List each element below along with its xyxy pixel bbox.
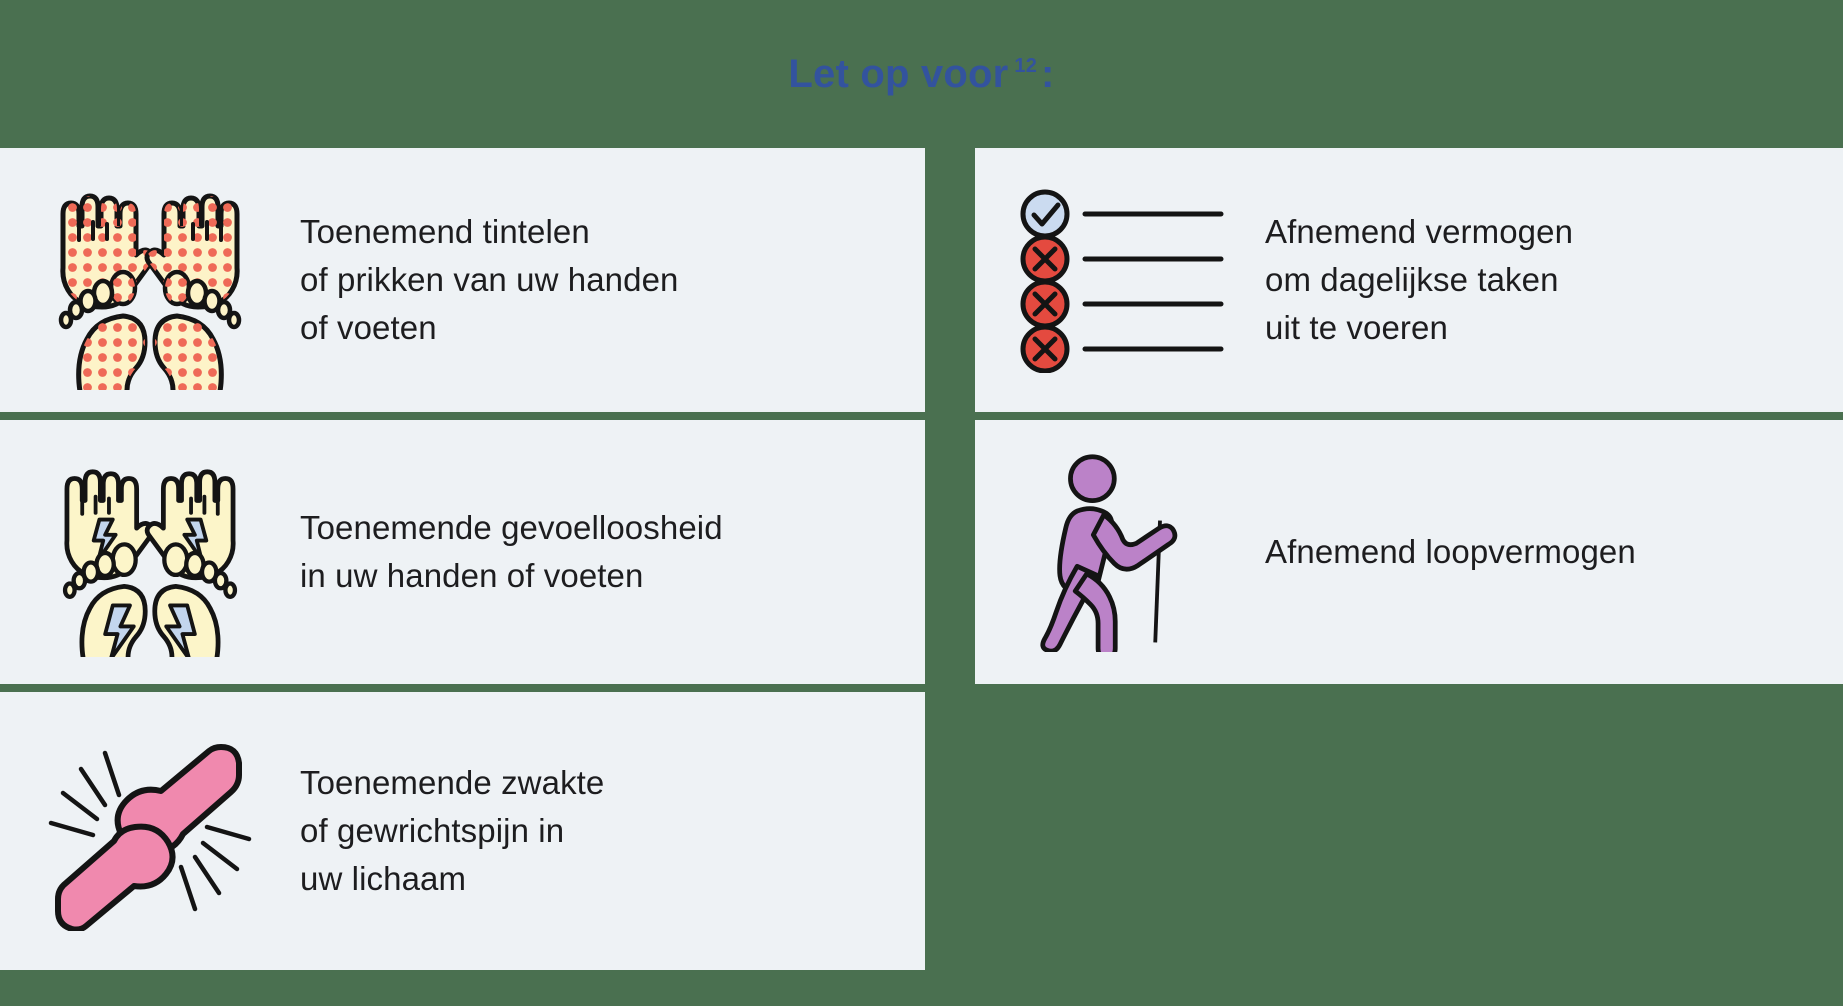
text-line: om dagelijkse taken <box>1265 261 1559 298</box>
panel-walking-text: Afnemend loopvermogen <box>1265 528 1843 576</box>
text-line: of voeten <box>300 309 437 346</box>
panel-tingling: Toenemend tintelen of prikken van uw han… <box>0 148 925 412</box>
panel-numbness: Toenemende gevoelloosheid in uw handen o… <box>0 420 925 684</box>
panel-daily-tasks-text: Afnemend vermogen om dagelijkse taken ui… <box>1265 208 1843 352</box>
text-line: Afnemend vermogen <box>1265 213 1574 250</box>
hands-feet-tingling-icon <box>0 170 300 390</box>
checklist-icon <box>975 188 1265 373</box>
right-column: Afnemend vermogen om dagelijkse taken ui… <box>975 148 1843 970</box>
title-superscript: 12 <box>1014 55 1038 78</box>
hands-feet-numbness-icon <box>0 447 300 657</box>
text-line: in uw handen of voeten <box>300 557 644 594</box>
panel-joint-pain-text: Toenemende zwakte of gewrichtspijn in uw… <box>300 759 925 903</box>
text-line: uit te voeren <box>1265 309 1448 346</box>
panel-tingling-text: Toenemend tintelen of prikken van uw han… <box>300 208 925 352</box>
panel-empty <box>975 692 1843 970</box>
title-text: Let op voor <box>788 51 1009 96</box>
panel-numbness-text: Toenemende gevoelloosheid in uw handen o… <box>300 504 925 600</box>
text-line: Toenemende zwakte <box>300 764 605 801</box>
panel-walking: Afnemend loopvermogen <box>975 420 1843 684</box>
text-line: of gewrichtspijn in <box>300 812 565 849</box>
panel-daily-tasks: Afnemend vermogen om dagelijkse taken ui… <box>975 148 1843 412</box>
text-line: uw lichaam <box>300 860 467 897</box>
walking-person-cane-icon <box>975 452 1265 652</box>
title-colon: : <box>1041 51 1055 96</box>
left-column: Toenemend tintelen of prikken van uw han… <box>0 148 925 970</box>
text-line: of prikken van uw handen <box>300 261 679 298</box>
text-line: Toenemend tintelen <box>300 213 590 250</box>
text-line: Toenemende gevoelloosheid <box>300 509 723 546</box>
text-line: Afnemend loopvermogen <box>1265 533 1636 570</box>
panel-joint-pain: Toenemende zwakte of gewrichtspijn in uw… <box>0 692 925 970</box>
joint-pain-icon <box>0 731 300 931</box>
